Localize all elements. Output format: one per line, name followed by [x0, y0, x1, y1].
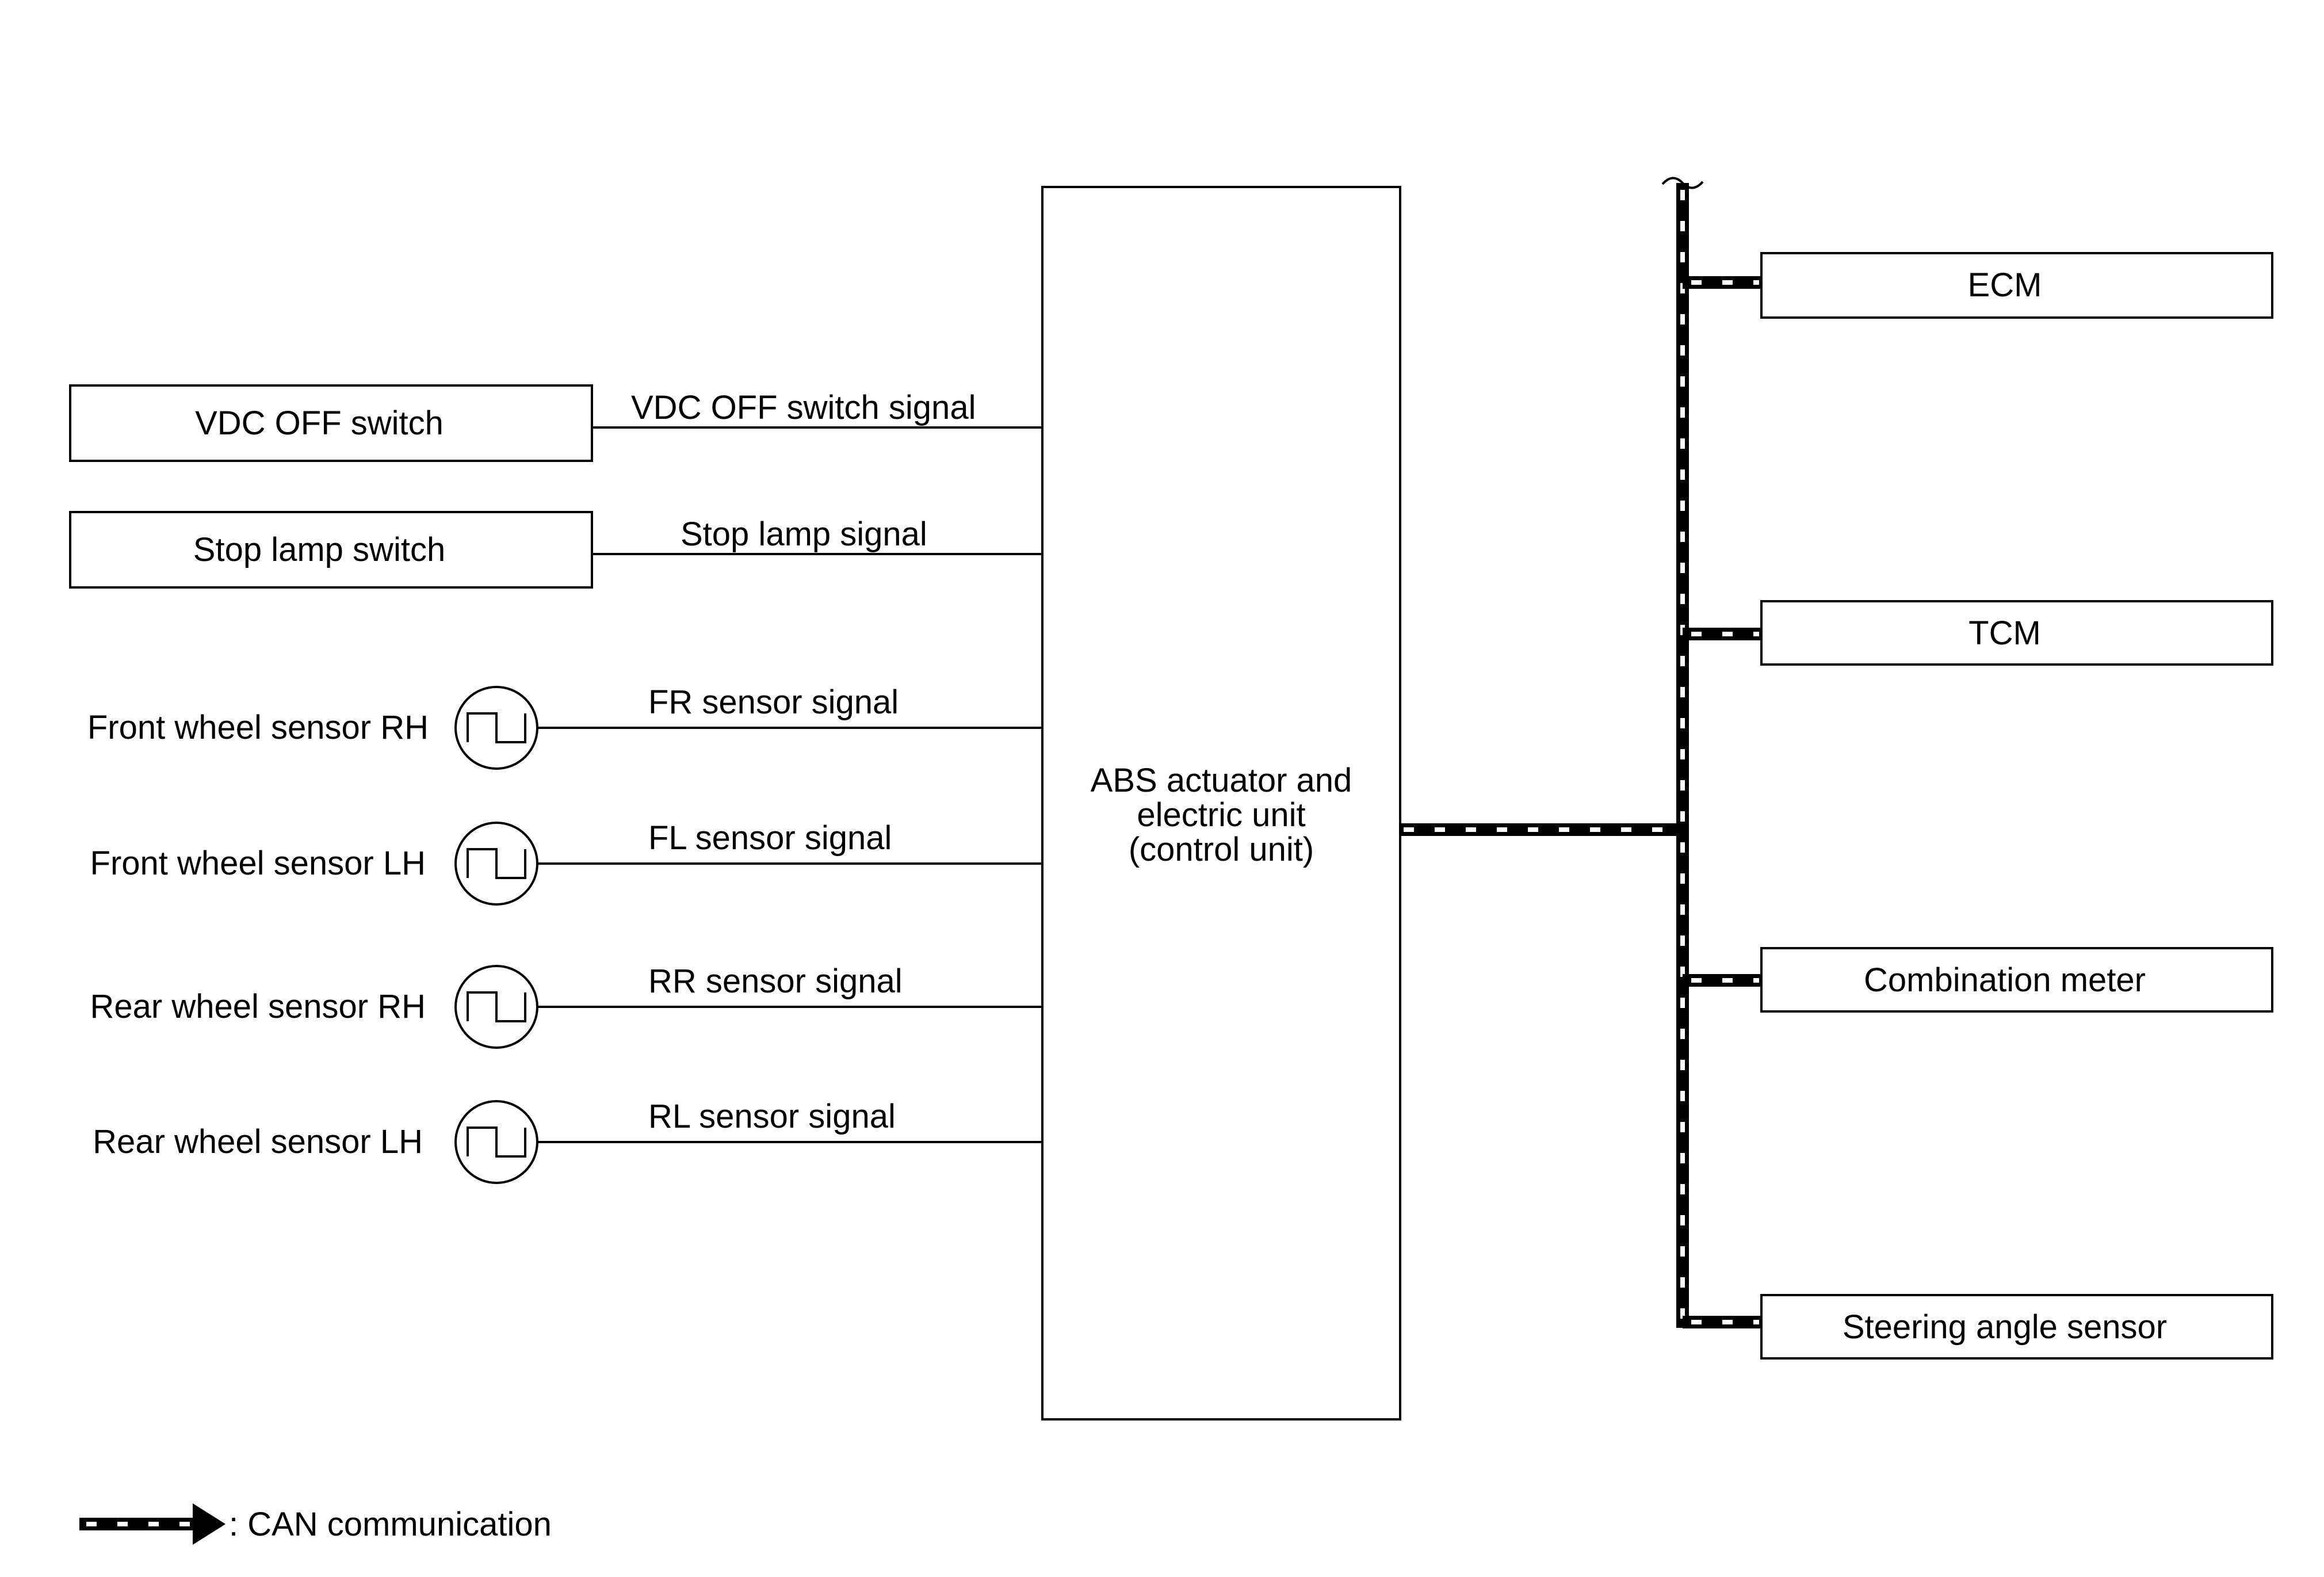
square-wave-pulse-icon: [467, 848, 526, 879]
combination-meter-box: [1760, 947, 2273, 1013]
control-unit-label-line2: electric unit: [1137, 796, 1305, 834]
control-unit-label-line3: (control unit): [1129, 831, 1314, 868]
front-lh-signal-label: FL sensor signal: [648, 819, 892, 857]
stop-lamp-signal-label: Stop lamp signal: [681, 516, 927, 553]
ecm-box: [1760, 252, 2273, 319]
front-rh-signal-label: FR sensor signal: [648, 684, 899, 721]
legend-label: : CAN communication: [229, 1506, 552, 1543]
vdc-off-switch-label: VDC OFF switch: [195, 404, 444, 442]
rear-rh-signal-label: RR sensor signal: [648, 963, 903, 1000]
control-unit-box: [1041, 186, 1401, 1421]
combination-meter-label: Combination meter: [1864, 961, 2146, 999]
steering-angle-sensor-box: [1760, 1294, 2273, 1360]
can-arrow-head-icon: [193, 1503, 225, 1545]
rear-lh-sensor-label: Rear wheel sensor LH: [93, 1123, 423, 1160]
tcm-label: TCM: [1968, 614, 2041, 652]
stop-lamp-switch-label: Stop lamp switch: [193, 531, 445, 568]
front-rh-sensor-label: Front wheel sensor RH: [87, 709, 429, 746]
square-wave-pulse-icon: [467, 1127, 526, 1158]
rear-rh-sensor-label: Rear wheel sensor RH: [90, 988, 426, 1025]
front-lh-sensor-label: Front wheel sensor LH: [90, 845, 426, 882]
vdc-off-signal-label: VDC OFF switch signal: [631, 389, 976, 426]
tcm-box: [1760, 600, 2273, 666]
switch-stop-lamp: Stop lamp switch Stop lamp signal: [69, 511, 1042, 589]
ecm-label: ECM: [1968, 266, 2042, 304]
can-bus: [1400, 177, 1761, 1328]
square-wave-pulse-icon: [467, 712, 526, 743]
steering-angle-sensor-label: Steering angle sensor: [1843, 1308, 2167, 1346]
square-wave-pulse-icon: [467, 991, 526, 1022]
sensor-rear-rh: Rear wheel sensor RH RR sensor signal: [90, 963, 1042, 1049]
switch-vdc-off: VDC OFF switch VDC OFF switch signal: [69, 384, 1042, 462]
rear-lh-signal-label: RL sensor signal: [648, 1098, 896, 1135]
legend: : CAN communication: [79, 1503, 552, 1545]
control-unit-label-line1: ABS actuator and: [1091, 762, 1352, 799]
sensor-rear-lh: Rear wheel sensor LH RL sensor signal: [93, 1098, 1042, 1184]
vdc-off-switch-box: [69, 384, 593, 462]
sensor-front-rh: Front wheel sensor RH FR sensor signal: [87, 684, 1042, 770]
can-bus-break-icon: [1661, 177, 1704, 189]
stop-lamp-switch-box: [69, 511, 593, 589]
sensor-front-lh: Front wheel sensor LH FL sensor signal: [90, 819, 1042, 906]
